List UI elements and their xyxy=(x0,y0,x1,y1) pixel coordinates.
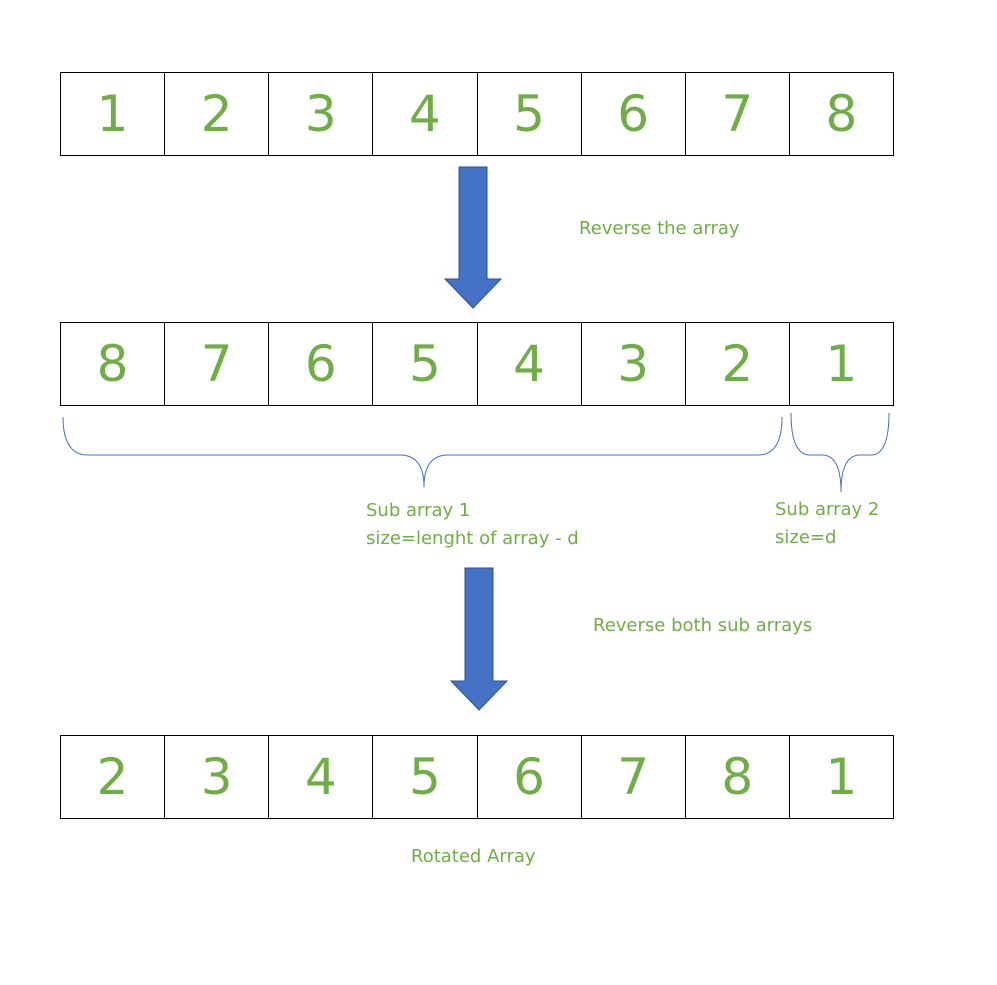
rotated-array-label: Rotated Array xyxy=(411,846,536,867)
sub-array-1-brace xyxy=(62,416,783,488)
array-cell: 8 xyxy=(686,736,790,818)
array-cell: 7 xyxy=(582,736,686,818)
array-cell: 7 xyxy=(686,73,790,155)
array-cell: 6 xyxy=(478,736,582,818)
reversed-array: 8 7 6 5 4 3 2 1 xyxy=(60,322,894,406)
array-cell: 5 xyxy=(478,73,582,155)
sub-array-1-title: Sub array 1 xyxy=(366,500,471,521)
sub-array-2-brace xyxy=(790,412,890,493)
array-cell: 8 xyxy=(61,323,166,405)
array-cell: 4 xyxy=(269,736,374,818)
rotated-array: 2 3 4 5 6 7 8 1 xyxy=(60,735,894,819)
down-arrow-icon xyxy=(443,166,503,309)
array-cell: 5 xyxy=(373,736,478,818)
array-cell: 2 xyxy=(165,73,270,155)
array-cell: 4 xyxy=(478,323,582,405)
array-cell: 3 xyxy=(582,323,686,405)
array-cell: 5 xyxy=(373,323,478,405)
array-cell: 3 xyxy=(269,73,374,155)
down-arrow-icon xyxy=(449,567,509,711)
array-cell: 8 xyxy=(825,85,858,143)
array-cell: 2 xyxy=(686,323,790,405)
sub-array-2-title: Sub array 2 xyxy=(775,499,880,520)
reverse-both-label: Reverse both sub arrays xyxy=(593,615,813,636)
sub-array-2-size: size=d xyxy=(775,527,837,548)
array-cell: 6 xyxy=(269,323,374,405)
sub-array-1-size: size=lenght of array - d xyxy=(366,528,579,549)
array-cell: 1 xyxy=(61,73,166,155)
array-cell: 7 xyxy=(165,323,270,405)
array-cell: 3 xyxy=(165,736,270,818)
reverse-array-label: Reverse the array xyxy=(579,218,740,239)
array-cell: 1 xyxy=(825,748,858,806)
array-cell: 6 xyxy=(582,73,686,155)
array-cell: 1 xyxy=(825,335,858,393)
array-cell: 2 xyxy=(61,736,166,818)
array-cell: 4 xyxy=(373,73,478,155)
original-array: 1 2 3 4 5 6 7 8 xyxy=(60,72,894,156)
